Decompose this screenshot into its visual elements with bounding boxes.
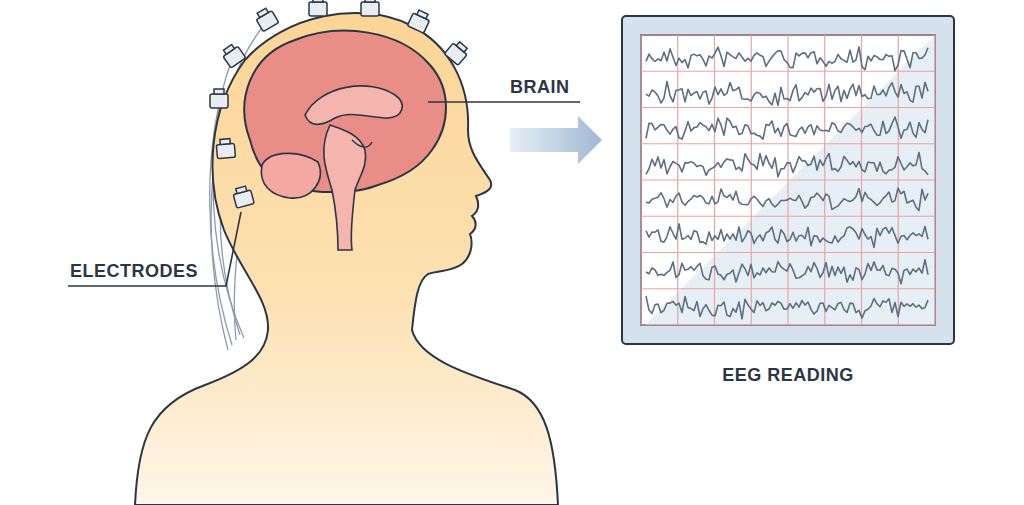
eeg-trace <box>646 82 928 106</box>
grid-line <box>641 179 935 180</box>
monitor-frame <box>622 16 954 344</box>
electrodes <box>210 0 470 208</box>
head-silhouette <box>135 13 558 505</box>
brain-stem <box>324 125 366 250</box>
corpus-callosum <box>305 86 402 124</box>
grid-lines <box>641 35 935 325</box>
grid-line <box>641 107 935 108</box>
grid-line <box>641 288 935 289</box>
part-label: ELECTRODES <box>70 262 198 282</box>
leader-line <box>428 101 580 103</box>
grid-line <box>641 143 935 144</box>
monitor-screen <box>641 35 935 325</box>
caption-label: EEG READING <box>722 366 854 386</box>
grid-line <box>641 34 935 35</box>
eeg-trace <box>646 224 928 247</box>
grid-line <box>641 216 935 217</box>
eeg-trace <box>646 152 928 176</box>
eeg-waves <box>646 47 928 319</box>
eeg-trace <box>646 296 928 319</box>
eeg-trace <box>646 47 928 71</box>
leader-line <box>68 212 241 286</box>
grid-line <box>641 252 935 253</box>
grid-line <box>641 71 935 72</box>
grid-line <box>641 324 935 325</box>
eeg-trace <box>646 260 928 284</box>
flow-arrow <box>510 116 602 164</box>
eeg-trace <box>646 188 928 210</box>
cerebellum <box>261 153 320 198</box>
part-label: BRAIN <box>510 78 570 98</box>
eeg-trace <box>646 117 928 139</box>
